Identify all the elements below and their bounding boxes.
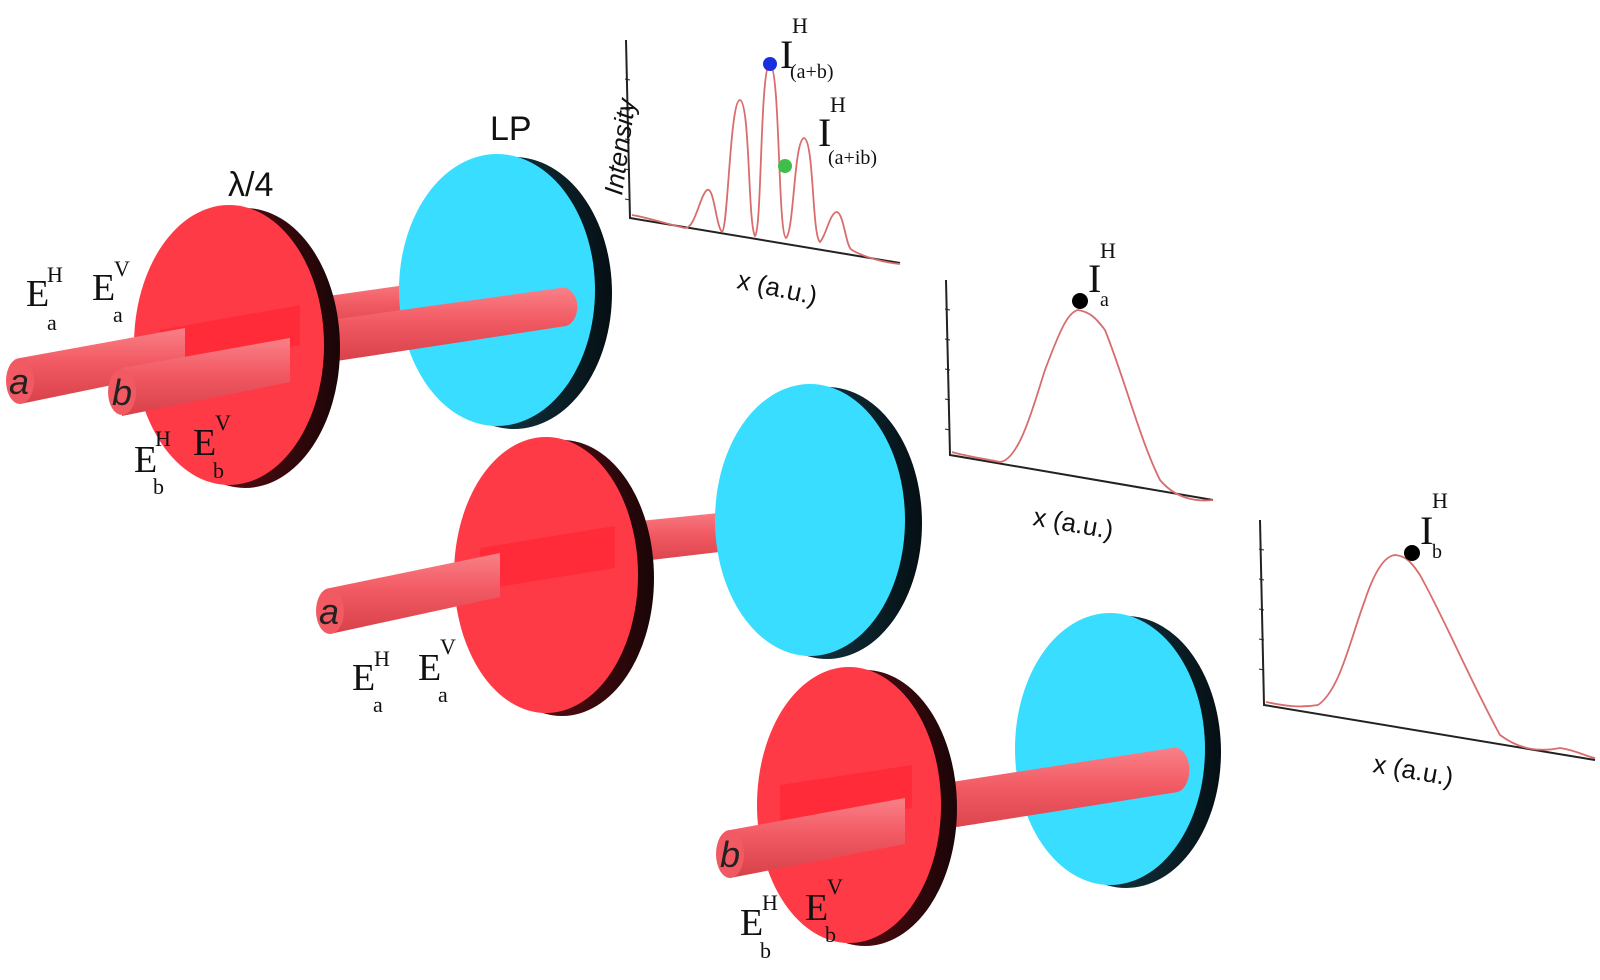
setup-bottom: b E H b E V b	[716, 613, 1221, 963]
linear-polarizer-top	[399, 154, 612, 429]
field-label-Ea-V-middle: E V a	[418, 634, 456, 707]
svg-text:b: b	[825, 922, 836, 947]
plot-middle-xlabel: x (a.u.)	[1031, 501, 1116, 545]
field-label-Eb-H-bottom: E H b	[740, 890, 778, 963]
beam-label-b-bottom: b	[720, 834, 740, 875]
svg-text:H: H	[374, 646, 390, 671]
svg-text:a: a	[438, 682, 448, 707]
svg-text:I: I	[1088, 256, 1101, 301]
label-I-b: I H b	[1420, 488, 1448, 563]
svg-text:a: a	[113, 302, 123, 327]
beam-b-bottom-segment-2	[900, 747, 1190, 836]
svg-text:V: V	[215, 410, 231, 435]
svg-text:E: E	[740, 902, 763, 944]
svg-text:E: E	[26, 273, 49, 315]
plot-intensity-a: x (a.u.) I H a	[944, 238, 1214, 545]
beam-b-top	[108, 338, 290, 416]
linear-polarizer-bottom	[1015, 613, 1221, 888]
svg-text:E: E	[805, 887, 828, 929]
svg-text:I: I	[780, 32, 793, 77]
svg-text:H: H	[762, 890, 778, 915]
plot-intensity-b: x (a.u.) I H b	[1258, 488, 1596, 792]
setup-top: a b λ/4 LP E H a E V a E H b E V b	[6, 110, 612, 499]
field-label-Eb-V-top: E V b	[193, 410, 231, 483]
svg-text:b: b	[213, 458, 224, 483]
field-label-Eb-H-top: E H b	[134, 426, 171, 499]
field-label-Ea-H-middle: E H a	[352, 646, 390, 717]
label-I-a-plus-ib: I H (a+ib)	[818, 92, 877, 169]
plot-top-xlabel: x (a.u.)	[735, 265, 820, 311]
plot-middle-curve	[951, 309, 1214, 502]
svg-text:H: H	[830, 92, 846, 117]
polarizer-label: LP	[490, 110, 532, 148]
svg-text:E: E	[193, 422, 216, 464]
svg-text:a: a	[1100, 289, 1109, 311]
svg-text:E: E	[418, 647, 441, 689]
svg-text:H: H	[155, 426, 171, 451]
svg-text:V: V	[827, 874, 843, 899]
plot-bottom-xlabel: x (a.u.)	[1371, 748, 1456, 792]
point-I-a-plus-b	[763, 57, 777, 71]
plot-bottom-curve	[1265, 554, 1596, 759]
svg-text:(a+b): (a+b)	[790, 61, 833, 83]
waveplate-label: λ/4	[228, 166, 273, 204]
svg-text:E: E	[134, 439, 157, 481]
beam-a-top	[6, 328, 185, 404]
svg-text:I: I	[1420, 508, 1433, 553]
plot-top-axes	[624, 39, 901, 264]
quarter-wave-plate-bottom	[757, 667, 957, 946]
svg-text:a: a	[373, 692, 383, 717]
svg-text:b: b	[760, 938, 771, 963]
beam-b-bottom	[716, 798, 905, 878]
point-I-a-plus-ib	[778, 159, 792, 173]
svg-text:b: b	[1432, 541, 1442, 563]
svg-text:V: V	[114, 256, 130, 281]
svg-text:V: V	[440, 634, 456, 659]
svg-text:(a+ib): (a+ib)	[828, 147, 877, 169]
svg-text:E: E	[92, 267, 115, 309]
svg-text:H: H	[792, 13, 808, 38]
svg-text:H: H	[1432, 488, 1448, 513]
svg-text:H: H	[47, 262, 63, 287]
linear-polarizer-middle	[715, 384, 922, 659]
point-I-b	[1404, 545, 1420, 561]
beam-b-top-segment-2	[330, 287, 578, 362]
plot-middle-axes	[944, 279, 1214, 501]
svg-text:a: a	[47, 310, 57, 335]
plot-bottom-axes	[1258, 519, 1596, 761]
field-label-Eb-V-bottom: E V b	[805, 874, 843, 947]
svg-text:b: b	[153, 474, 164, 499]
plot-top-ylabel: Intensity	[598, 95, 641, 197]
quarter-wave-plate-middle	[454, 437, 654, 716]
setup-middle: a E H a E V a	[316, 384, 922, 717]
svg-text:I: I	[818, 110, 831, 155]
beam-label-a-top: a	[9, 361, 29, 402]
field-label-Ea-V-top: E V a	[92, 256, 130, 327]
beam-label-a-middle: a	[319, 591, 339, 632]
field-label-Ea-H-top: E H a	[26, 262, 63, 335]
svg-text:H: H	[1100, 238, 1116, 263]
svg-text:E: E	[352, 657, 375, 699]
label-I-a-plus-b: I H (a+b)	[780, 13, 833, 83]
label-I-a: I H a	[1088, 238, 1116, 311]
point-I-a	[1072, 293, 1088, 309]
beam-a-middle	[316, 553, 500, 634]
plot-interference-pattern: Intensity x (a.u.) I H (a+b) I H (a+ib)	[598, 13, 901, 311]
beam-label-b-top: b	[112, 372, 132, 413]
